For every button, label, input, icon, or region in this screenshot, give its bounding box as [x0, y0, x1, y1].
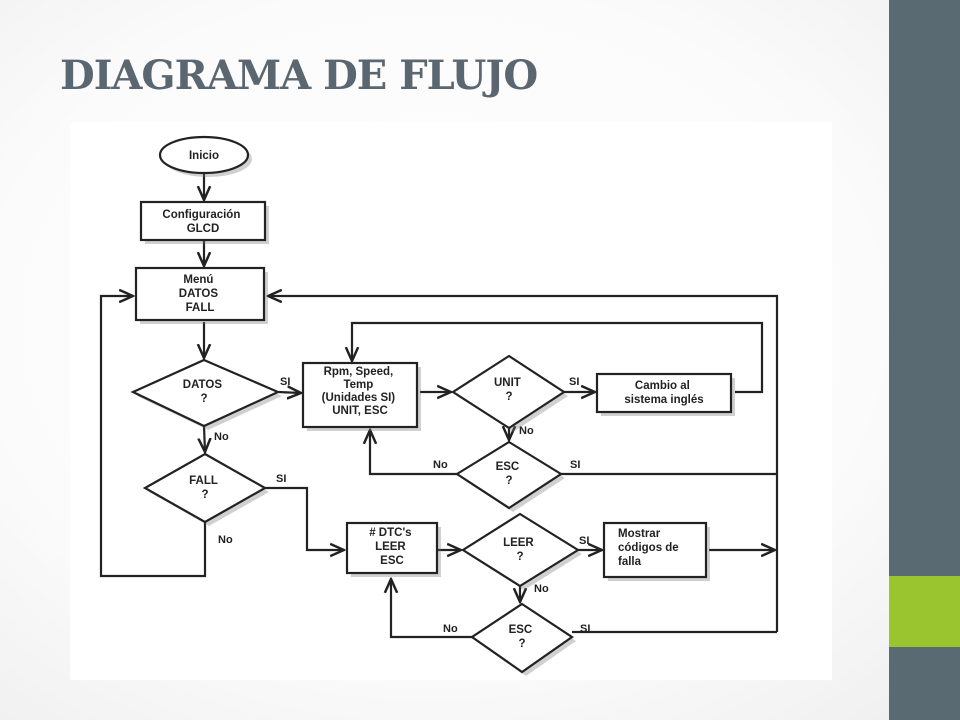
node-rpm-line4: UNIT, ESC	[332, 405, 388, 417]
node-mostrar-line3: falla	[618, 556, 642, 568]
edge-right-bus-menu	[268, 296, 779, 632]
label-unit-si: SI	[569, 376, 579, 388]
node-unit-decision: UNIT ?	[450, 354, 568, 432]
node-dtc-line1: # DTC's	[369, 527, 411, 539]
edge-labels: SI No SI No SI No No SI SI No No SI	[214, 376, 590, 635]
svg-text:DATOS ?: DATOS ?	[183, 379, 225, 405]
node-fall-decision: FALL ?	[142, 452, 269, 526]
edge-esc1-no-rpm	[370, 430, 457, 476]
node-inicio: Inicio	[158, 135, 252, 177]
node-menu-line2: DATOS	[179, 288, 219, 300]
node-cambio: Cambio al sistema inglés	[595, 372, 735, 416]
node-rpm-line2: Temp	[343, 379, 373, 391]
svg-text:UNIT ?: UNIT ?	[494, 377, 524, 403]
edge-datos-fall	[204, 425, 205, 452]
edge-cambio-rpm-loop	[352, 321, 764, 394]
node-fall-line1: FALL	[189, 475, 218, 487]
edge-datos-rpm	[277, 392, 301, 393]
node-leer-line1: LEER	[503, 537, 534, 549]
node-dtc-line3: ESC	[380, 555, 404, 567]
edge-fall-dtc	[265, 486, 344, 550]
label-datos-si: SI	[280, 376, 290, 388]
slide-title: DIAGRAMA DE FLUJO	[60, 52, 538, 99]
node-config-line1: Configuración	[162, 209, 240, 221]
node-dtc-line2: LEER	[375, 541, 406, 553]
node-rpm-line1: Rpm, Speed,	[324, 366, 394, 378]
label-leer-si: SI	[579, 535, 589, 547]
node-esc2-decision: ESC ?	[470, 602, 576, 676]
svg-text:ESC ?: ESC ?	[496, 461, 523, 487]
node-leer-decision: LEER ?	[460, 512, 582, 590]
svg-text:Configuración GLCD: Configuración GLCD	[162, 209, 243, 235]
node-cambio-line1: Cambio al	[635, 380, 690, 392]
node-mostrar: Mostrar códigos de falla	[602, 521, 710, 581]
node-unit-line1: UNIT	[494, 377, 521, 389]
svg-text:Rpm, Speed, Temp (: Rpm, Speed, Temp (Unidades SI) UNIT, ESC	[322, 366, 399, 417]
node-config: Configuración GLCD	[139, 200, 269, 244]
node-esc1-line2: ?	[505, 475, 512, 487]
node-dtc: # DTC's LEER ESC	[345, 521, 441, 577]
svg-text:FALL ?: FALL ?	[189, 475, 221, 501]
node-fall-line2: ?	[201, 489, 208, 501]
label-esc1-si: SI	[570, 459, 580, 471]
node-unit-line2: ?	[505, 391, 512, 403]
label-esc1-no: No	[433, 459, 448, 471]
label-esc2-si: SI	[580, 623, 590, 635]
label-datos-no: No	[214, 431, 229, 443]
label-fall-si: SI	[276, 473, 286, 485]
svg-text:LEER ?: LEER ?	[503, 537, 537, 563]
node-esc1-decision: ESC ?	[454, 440, 565, 512]
node-datos-decision: DATOS ?	[130, 358, 282, 430]
svg-text:Menú DATOS FALL: Menú DATOS FALL	[179, 274, 221, 314]
connectors	[99, 172, 779, 639]
label-fall-no: No	[218, 534, 233, 546]
node-mostrar-line2: códigos de	[618, 542, 679, 554]
node-esc2-line2: ?	[518, 638, 525, 650]
node-menu-line3: FALL	[186, 302, 215, 314]
svg-text:ESC ?: ESC ?	[509, 624, 536, 650]
node-inicio-label: Inicio	[189, 150, 219, 162]
node-rpm: Rpm, Speed, Temp (Unidades SI) UNIT, ESC	[301, 361, 421, 431]
sidebar-accent-square	[889, 576, 960, 647]
label-leer-no: No	[534, 583, 549, 595]
node-rpm-line3: (Unidades SI)	[322, 392, 396, 404]
node-esc1-line1: ESC	[496, 461, 520, 473]
svg-text:Mostrar códigos de: Mostrar códigos de falla	[618, 528, 682, 568]
edge-fall-no-loop	[99, 296, 207, 578]
node-datos-line2: ?	[200, 393, 207, 405]
label-esc2-no: No	[443, 623, 458, 635]
svg-text:# DTC's LEER ESC: # DTC's LEER ESC	[369, 527, 415, 567]
node-cambio-line2: sistema inglés	[624, 394, 703, 406]
svg-text:Cambio al sistema inglés: Cambio al sistema inglés	[624, 380, 703, 406]
node-leer-line2: ?	[516, 551, 523, 563]
node-menu: Menú DATOS FALL	[134, 266, 268, 324]
node-config-line2: GLCD	[187, 223, 220, 235]
edge-esc2-no-dtc	[391, 579, 472, 639]
node-menu-line1: Menú	[183, 274, 213, 286]
label-unit-no: No	[519, 425, 534, 437]
node-esc2-line1: ESC	[509, 624, 533, 636]
node-datos-line1: DATOS	[183, 379, 223, 391]
node-mostrar-line1: Mostrar	[618, 528, 661, 540]
